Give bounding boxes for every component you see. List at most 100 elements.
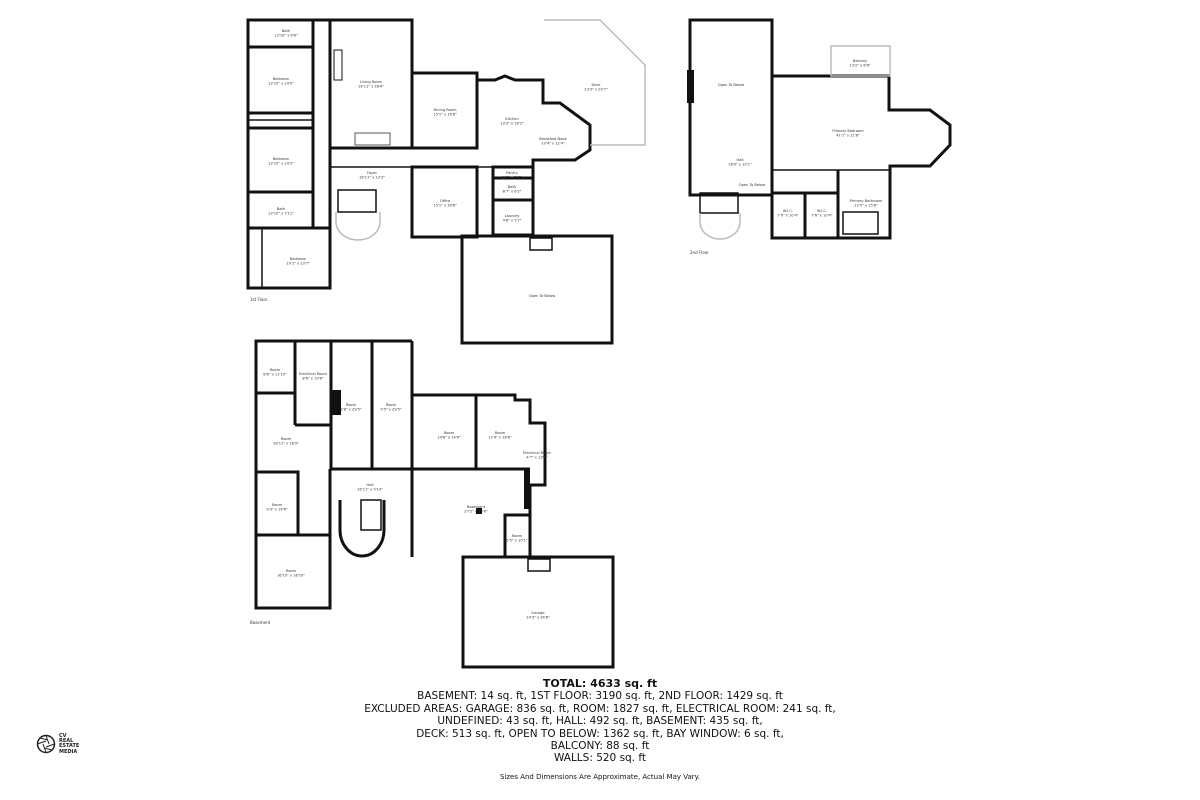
room-name: Office (440, 199, 451, 203)
room-dimensions: 8'7" x 2'7" (503, 176, 522, 180)
first-floor-label: 1st Floor (250, 297, 268, 302)
room-name: Open To Below (739, 183, 766, 187)
room-name: Primary Bedroom (832, 129, 864, 133)
hearth (354, 132, 391, 146)
summary-line: BASEMENT: 14 sq. ft, 1ST FLOOR: 3190 sq.… (417, 690, 783, 703)
room-name: Deck (591, 83, 601, 87)
primary-bedroom-walls (770, 74, 952, 240)
room-label: Open To Below (718, 83, 745, 87)
column (476, 508, 482, 514)
room-dimensions: 12'5" x 15'6" (854, 204, 878, 208)
summary-line: UNDEFINED: 43 sq. ft, HALL: 492 sq. ft, … (437, 715, 763, 728)
summary-line: EXCLUDED AREAS: GARAGE: 836 sq. ft, ROOM… (364, 702, 836, 715)
room-dimensions: 18'11" x 18'9" (273, 442, 299, 446)
basement-label: Basement (250, 620, 271, 625)
open-to-below-walls (460, 234, 614, 345)
room-dimensions: 10'4" x 12'4" (541, 142, 565, 146)
basement-outer-walls (254, 339, 412, 610)
room-name: Laundry (505, 214, 521, 218)
room-name: Balcony (853, 59, 868, 63)
second-floor-label: 2nd Floor (690, 250, 709, 255)
room-name: Bath (282, 29, 290, 33)
stair-curve (338, 500, 386, 558)
room-name: Bedroom (290, 257, 307, 261)
room-name: Room (512, 534, 523, 538)
room-name: Breakfast Nook (539, 137, 567, 141)
chimney (331, 390, 341, 415)
fireplace (333, 49, 343, 81)
stairs (337, 189, 377, 213)
stairs (360, 499, 382, 531)
room-dimensions: 16'11" x 28'4" (358, 85, 384, 89)
room-dimensions: 12'4" x 18'8" (488, 436, 512, 440)
room-dimensions: 16'11" x 9'10" (357, 488, 383, 492)
room-name: W.I.C. (817, 209, 827, 213)
stairs (529, 237, 553, 251)
room-dimensions: 8'8" x 29'5" (340, 408, 361, 412)
room-dimensions: 7'6" x 10'4" (811, 214, 832, 218)
left-wing-walls (246, 18, 332, 290)
room-label: Open To Below (529, 294, 556, 298)
room-name: Dining Room (434, 108, 457, 112)
room-dimensions: 24'3" x 34'6" (526, 616, 550, 620)
room-name: Hall (367, 483, 374, 487)
summary-line: DECK: 513 sq. ft, OPEN TO BELOW: 1362 sq… (416, 727, 784, 740)
room-name: Room (286, 569, 297, 573)
room-name: Electrical Room (523, 451, 551, 455)
room-name: Room (272, 503, 283, 507)
room-name: Electrical Room (299, 372, 327, 376)
room-name: Basement (467, 505, 486, 509)
room-dimensions: 13'10" x 7'11" (268, 212, 294, 216)
room-dimensions: 19'3" x 18'3" (500, 122, 524, 126)
room-dimensions: 5'5" x 10'1" (506, 539, 527, 543)
summary-line: BALCONY: 88 sq. ft (550, 740, 650, 753)
room-name: Room (444, 431, 455, 435)
room-name: Kitchen (505, 117, 519, 121)
stairs (699, 192, 739, 214)
room-label: W.I.C.7'0" x 10'4" (777, 209, 798, 218)
room-dimensions: 27'2" x 20'6" (464, 510, 488, 514)
room-dimensions: 15'1" x 16'6" (433, 204, 457, 208)
room-name: Bedroom (273, 77, 290, 81)
room-name: Open To Below (529, 294, 556, 298)
summary-line: WALLS: 520 sq. ft (553, 752, 647, 765)
room-dimensions: 4'7" x 13'5" (526, 456, 547, 460)
room-label: Open To Below (739, 183, 766, 187)
balcony-outline (830, 45, 891, 77)
stairs (527, 558, 551, 572)
room-name: Room (346, 403, 357, 407)
garage-walls (461, 555, 615, 669)
basement-plan: Basement (250, 339, 615, 669)
chimney (687, 70, 694, 103)
room-name: Open To Below (718, 83, 745, 87)
logo-text: CV REAL ESTATE MEDIA (59, 733, 80, 755)
room-label: W.I.C.7'6" x 10'4" (811, 209, 832, 218)
bathtub (842, 211, 879, 235)
room-name: Room (281, 437, 292, 441)
room-name: Room (386, 403, 397, 407)
deck-outline (544, 19, 646, 146)
room-dimensions: 41'1" x 21'8" (836, 134, 860, 138)
room-dimensions: 9'5" x 29'5" (380, 408, 401, 412)
room-name: Pantry (506, 171, 518, 175)
